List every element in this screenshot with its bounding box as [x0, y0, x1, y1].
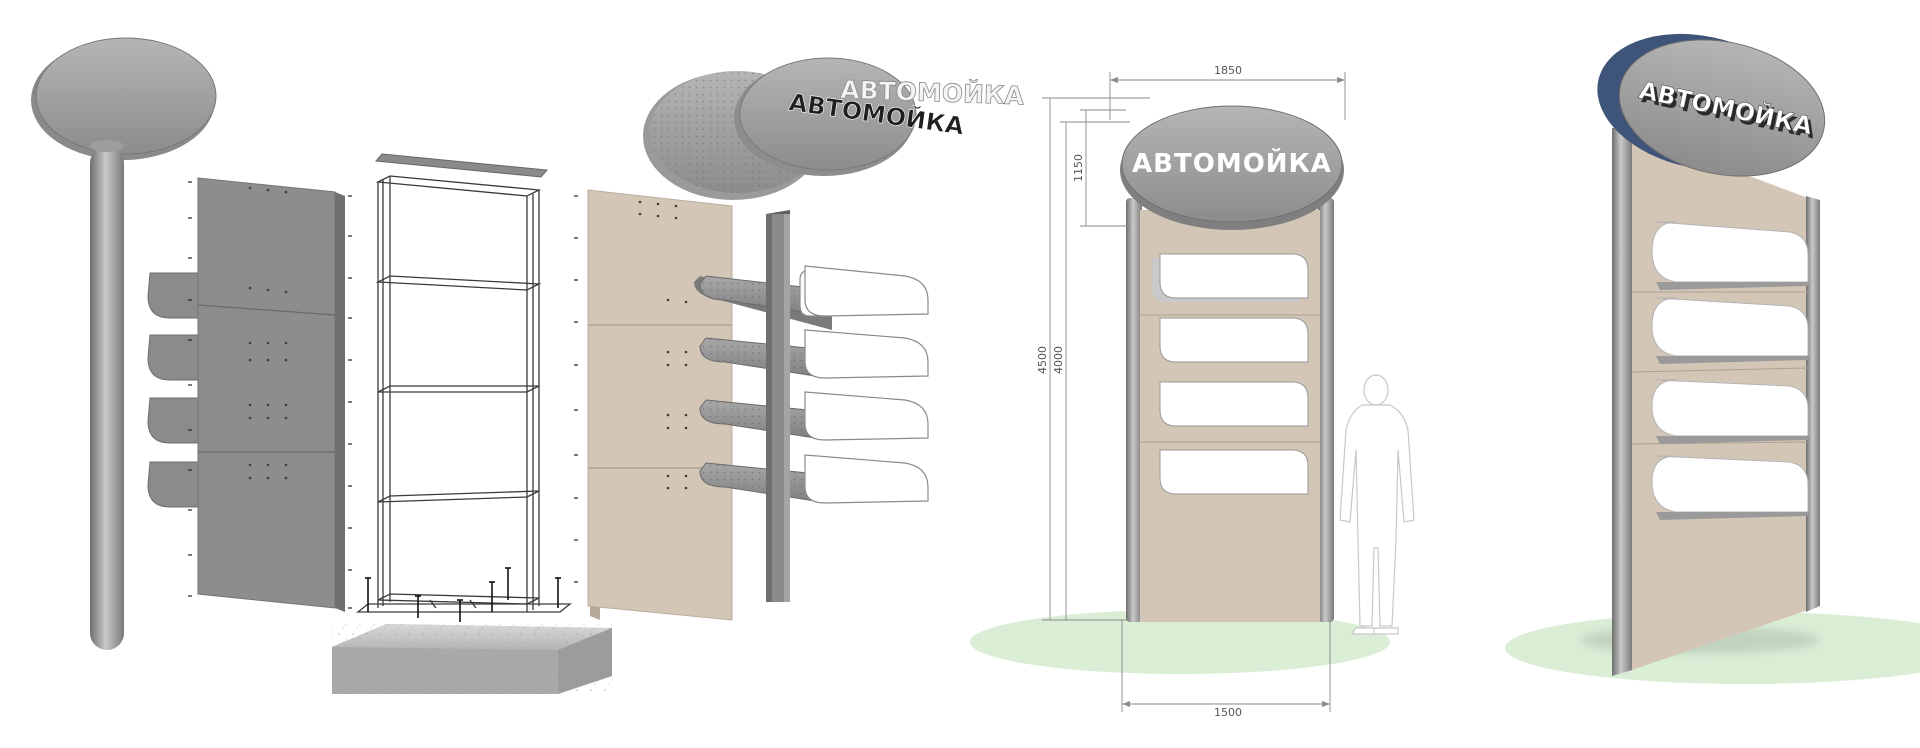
elevation-sign-text: АВТОМОЙКА	[1132, 147, 1332, 179]
shelf	[147, 461, 201, 508]
perspective-render: АВТОМОЙКА АВТОМОЙКА	[1505, 33, 1920, 684]
shelf	[147, 334, 201, 381]
shelf	[1651, 455, 1809, 513]
shelf	[147, 272, 201, 319]
perforated-shelves	[694, 275, 832, 504]
shelf	[1651, 221, 1809, 283]
shelf	[699, 337, 829, 379]
channel-post	[766, 210, 790, 602]
shelf	[1159, 449, 1309, 495]
dim-height-total: 4500	[1036, 346, 1049, 374]
shelf	[1159, 317, 1309, 363]
sign-plate	[804, 454, 929, 504]
elevation-oval	[1121, 105, 1343, 223]
oval-header-exploded: АВТОМОЙКА АВТОМОЙКА	[643, 57, 1025, 200]
elevation-shelves	[1152, 253, 1309, 495]
sign-letters-3d: АВТОМОЙКА	[840, 75, 1025, 110]
sign-plate	[804, 329, 929, 379]
shelf	[694, 275, 832, 330]
top-disc-face	[35, 37, 217, 155]
top-plate	[374, 153, 549, 178]
gray-shelves-left	[147, 272, 201, 508]
dimension-lines	[1042, 72, 1346, 712]
beige-panel	[574, 189, 733, 621]
pole-assembly	[31, 37, 217, 650]
sign-plate	[804, 391, 929, 441]
shelf	[1159, 253, 1309, 299]
dim-width-bottom: 1500	[1214, 706, 1242, 719]
panel-side	[335, 192, 345, 612]
render-shelves	[1651, 221, 1809, 520]
front-elevation: АВТОМОЙКА 1850 1500 4500 4000 1150	[970, 64, 1415, 719]
shelf	[699, 399, 829, 441]
exploded-view: АВТОМОЙКА АВТОМОЙКА	[31, 37, 1025, 694]
render-right-post	[1806, 196, 1820, 612]
steel-frame	[356, 175, 572, 613]
pole-top-cap	[90, 140, 124, 152]
shelf	[1651, 379, 1809, 437]
right-post	[1318, 198, 1334, 622]
gray-back-panel	[188, 177, 352, 612]
human-silhouette	[1339, 374, 1415, 635]
shelf	[147, 397, 201, 444]
dim-height-oval: 1150	[1072, 154, 1085, 182]
dim-height-panel: 4000	[1052, 346, 1065, 374]
sign-plate	[804, 265, 929, 317]
anchor-bolts	[365, 567, 561, 622]
left-post	[1126, 198, 1142, 622]
panel-face	[197, 177, 336, 609]
ground-shadow	[970, 610, 1390, 674]
white-sign-plates	[799, 265, 929, 504]
pole	[90, 146, 124, 650]
concrete-foundation	[332, 624, 612, 694]
shelf	[1159, 381, 1309, 427]
shelf	[699, 462, 829, 504]
render-oval	[1618, 39, 1826, 177]
render-left-post	[1612, 126, 1632, 676]
shelf	[1651, 297, 1809, 357]
dim-width-top: 1850	[1214, 64, 1242, 77]
